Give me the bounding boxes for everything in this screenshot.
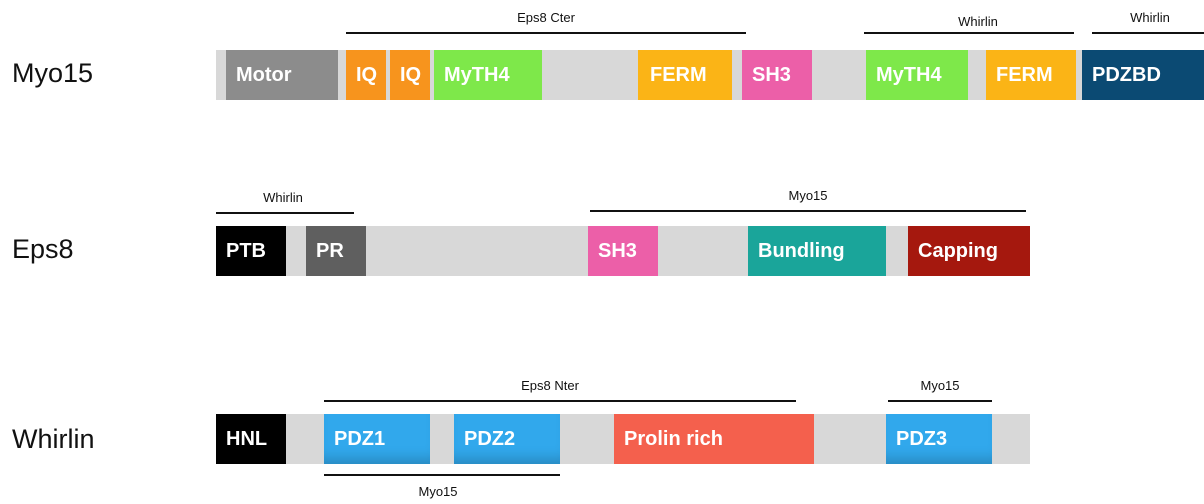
myo15-domain-myth4-2: MyTH4 [866,50,968,100]
bracket-label-eps8-nter: Eps8 Nter [521,378,579,393]
bracket-eps8-cter [346,32,746,34]
whirlin-domain-hnl: HNL [216,414,286,464]
eps8-domain-bundling: Bundling [748,226,886,276]
protein-label-myo15: Myo15 [12,58,94,88]
bracket-label-eps8-cter: Eps8 Cter [517,10,575,25]
myo15-domain-myth4-1: MyTH4 [434,50,542,100]
myo15-domain-ferm-2: FERM [986,50,1076,100]
bracket-eps8-nter [324,400,796,402]
myo15-domain-iq-1: IQ [346,50,386,100]
bracket-whirlin [216,212,354,214]
bracket-whirlin-1 [864,32,1074,34]
bracket-label-whirlin-1: Whirlin [958,14,998,29]
whirlin-domain-pdz1: PDZ1 [324,414,430,464]
bracket-myo15-top [888,400,992,402]
whirlin-domain-pdz2: PDZ2 [454,414,560,464]
eps8-domain-pr: PR [306,226,366,276]
whirlin-domain-prolin-rich: Prolin rich [614,414,814,464]
protein-label-whirlin: Whirlin [12,424,95,454]
bracket-label-myo15-bottom: Myo15 [418,484,458,499]
bracket-label-myo15: Myo15 [788,188,828,203]
bracket-label-whirlin-2: Whirlin [1130,10,1170,25]
bracket-whirlin-2 [1092,32,1204,34]
bracket-myo15 [590,210,1026,212]
myo15-domain-pdzbd: PDZBD [1082,50,1204,100]
protein-label-eps8: Eps8 [12,234,74,264]
myo15-domain-sh3: SH3 [742,50,812,100]
bracket-label-myo15-top: Myo15 [920,378,960,393]
myo15-domain-motor: Motor [226,50,338,100]
myo15-domain-iq-2: IQ [390,50,430,100]
eps8-domain-capping: Capping [908,226,1030,276]
bracket-label-whirlin: Whirlin [263,190,303,205]
eps8-domain-sh3: SH3 [588,226,658,276]
whirlin-domain-pdz3: PDZ3 [886,414,992,464]
myo15-domain-ferm-1: FERM [638,50,732,100]
eps8-domain-ptb: PTB [216,226,286,276]
bracket-myo15-bottom [324,474,560,476]
